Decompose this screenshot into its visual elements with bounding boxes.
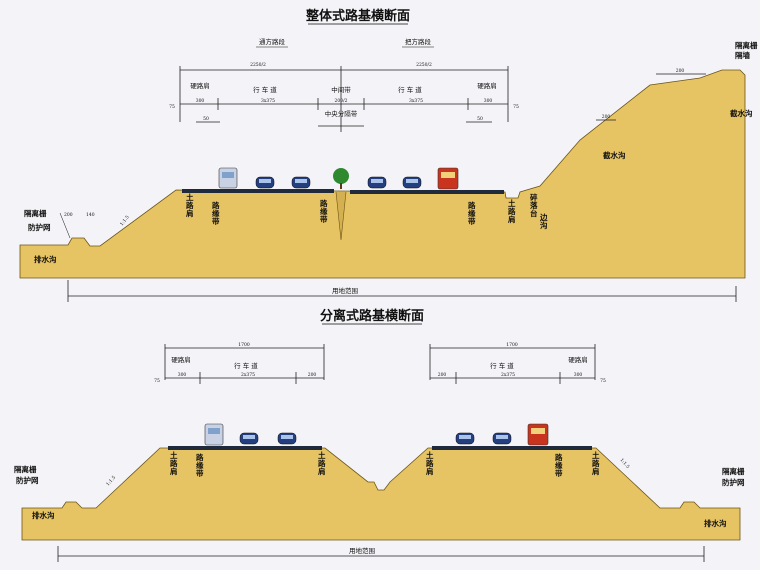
- top-car-1: [255, 176, 275, 189]
- bottom-car-3: [455, 432, 475, 445]
- top-right-fence-label: 隔离栅: [735, 40, 758, 50]
- top-land-boundary-label: 用地范围: [332, 286, 358, 295]
- bottom-fence-r: 隔离栅: [722, 466, 745, 476]
- top-slope-left: 1:1.5: [119, 214, 131, 227]
- top-dim-lane-r: 3x375: [409, 98, 423, 104]
- bottom-protect-r: 防护网: [722, 477, 745, 487]
- top-land-boundary: 用地范围: [67, 280, 737, 302]
- top-platform-label: 碎落台: [530, 192, 538, 218]
- bottom-car-2: [277, 432, 297, 445]
- top-side-ditch2-label: 边沟: [539, 212, 548, 230]
- bottom-slope-l: 1:1.5: [105, 475, 117, 488]
- top-median-gap: [335, 191, 347, 241]
- top-lanes-right: 行 车 道: [398, 85, 422, 94]
- bottom-embankment-body: [21, 447, 741, 541]
- top-width-right: 2250/2: [416, 62, 432, 68]
- bottom-marker-l: 路缘带: [196, 452, 204, 478]
- top-dim-lane-l: 3x375: [261, 98, 275, 104]
- bottom-truck-left: [204, 423, 224, 446]
- top-dim-small-r: 75: [513, 104, 519, 110]
- top-marker-right: 路缘带: [468, 200, 476, 226]
- bottom-land-boundary-label: 用地范围: [349, 546, 375, 555]
- bottom-slope-r: 1:1.5: [619, 457, 631, 470]
- top-shoulder-left: 硬路肩: [190, 81, 210, 90]
- bottom-road-left: [168, 446, 322, 450]
- bottom-bus-right: [527, 423, 549, 446]
- bottom-shoulder-l: 硬路肩: [171, 355, 191, 364]
- top-ditch-label: 排水沟: [34, 254, 57, 264]
- top-earth-shoulder-left: 土路肩: [186, 192, 194, 218]
- top-road-right: [350, 190, 504, 194]
- bottom-dim-200-r: 200: [438, 372, 447, 378]
- top-dim-50-l: 50: [203, 116, 209, 122]
- top-dim-140: 140: [86, 212, 95, 218]
- top-dimension-total: 2250/2 2250/2: [179, 62, 509, 132]
- bottom-width-left: 1700: [238, 342, 250, 348]
- top-car-4: [402, 176, 422, 189]
- top-side-left: 通方路段: [259, 37, 286, 46]
- bottom-marker-r: 路缘带: [555, 452, 563, 478]
- bottom-dim-lane-l: 2x375: [241, 372, 255, 378]
- bottom-earth-l: 土路肩: [170, 450, 178, 476]
- bottom-dim-75-l: 75: [154, 378, 160, 384]
- top-road-left: [182, 189, 334, 193]
- top-marker-left: 路缘带: [212, 200, 220, 226]
- bottom-protect-l: 防护网: [16, 475, 39, 485]
- top-right-dim-label: 200: [676, 68, 685, 74]
- top-lanes-left: 行 车 道: [253, 85, 277, 94]
- top-car-2: [291, 176, 311, 189]
- bottom-earth-m1: 土路肩: [318, 450, 326, 476]
- top-right-dim2: 200: [602, 114, 611, 120]
- top-dim-50-r: 50: [477, 116, 483, 122]
- top-protect-label: 防护网: [28, 222, 51, 232]
- top-shoulder-right: 硬路肩: [477, 81, 497, 90]
- top-bus-right: [437, 167, 459, 190]
- top-side-ditch-label: 截水沟: [603, 150, 626, 160]
- top-grass-200: 200: [64, 212, 73, 218]
- top-right-wall-label: 隔墙: [735, 50, 750, 60]
- top-dim-shoulder-r: 300: [484, 98, 493, 104]
- bottom-fence-l: 隔离栅: [14, 464, 37, 474]
- top-dim-small-l: 75: [169, 104, 175, 110]
- top-median-tree: [333, 168, 349, 189]
- bottom-car-1: [239, 432, 259, 445]
- bottom-car-4: [492, 432, 512, 445]
- bottom-road-right: [432, 446, 592, 450]
- bottom-dim-lane-r: 2x375: [501, 372, 515, 378]
- top-marker-median: 路缘带: [320, 198, 328, 224]
- bottom-dim-shoulder-l: 300: [178, 372, 187, 378]
- top-ditch-right-label: 截水沟: [730, 108, 753, 118]
- bottom-dim-75-r: 75: [600, 378, 606, 384]
- top-earth-shoulder-right: 土路肩: [508, 198, 516, 224]
- bottom-lanes-r: 行 车 道: [490, 361, 514, 370]
- bottom-ditch-r: 排水沟: [704, 518, 727, 528]
- top-side-right: 把方路段: [405, 37, 432, 46]
- bottom-shoulder-r: 硬路肩: [568, 355, 588, 364]
- top-truck-left: [218, 167, 238, 189]
- bottom-title: 分离式路基横断面: [320, 308, 424, 324]
- top-title: 整体式路基横断面: [305, 8, 410, 24]
- top-median: 中间带: [331, 85, 351, 94]
- bottom-earth-m2: 土路肩: [426, 450, 434, 476]
- bottom-earth-r: 土路肩: [592, 450, 600, 476]
- top-embankment-body: [19, 69, 746, 279]
- bottom-dim-shoulder-r: 300: [574, 372, 583, 378]
- bottom-lanes-l: 行 车 道: [234, 361, 258, 370]
- top-median-strip: 中央分隔带: [325, 109, 358, 118]
- bottom-land-boundary: 用地范围: [57, 546, 705, 562]
- bottom-ditch-l: 排水沟: [32, 510, 55, 520]
- top-width-left: 2250/2: [250, 62, 266, 68]
- top-fence-label: 隔离栅: [24, 208, 47, 218]
- bottom-dim-200-l: 200: [308, 372, 317, 378]
- top-car-3: [367, 176, 387, 189]
- top-dim-shoulder-l: 300: [196, 98, 205, 104]
- top-dim-median: 200/2: [335, 98, 348, 104]
- bottom-width-right: 1700: [506, 342, 518, 348]
